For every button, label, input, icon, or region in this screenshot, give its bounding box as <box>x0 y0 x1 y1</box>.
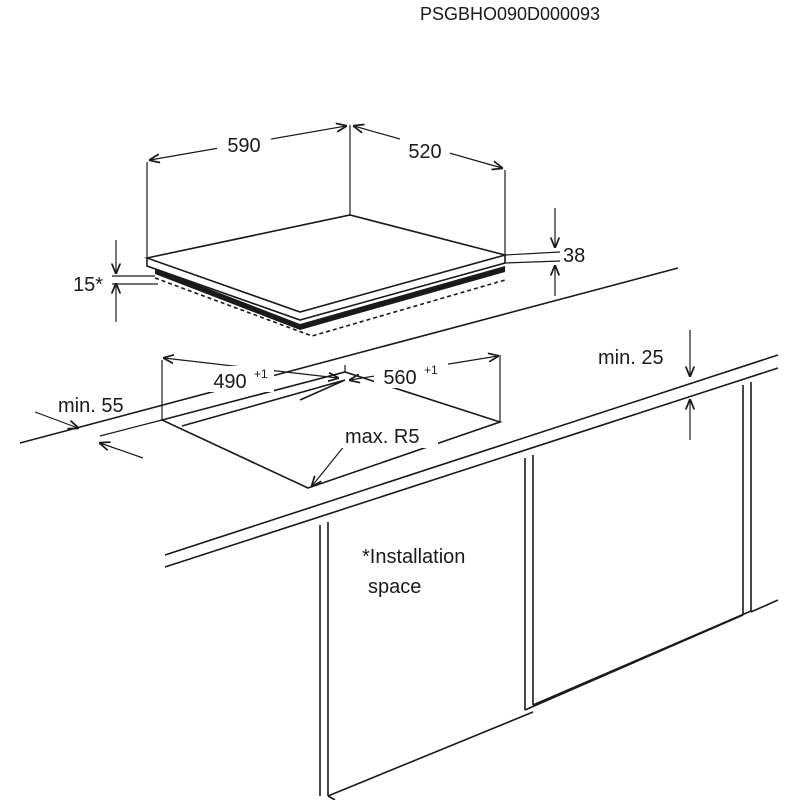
dim-r5-leader <box>312 444 346 486</box>
dim-corner-radius: max. R5 <box>345 426 419 448</box>
note-line-2: space <box>368 576 421 598</box>
diagram-code: PSGBHO090D000093 <box>420 4 600 24</box>
hob-installation-space-outline <box>154 277 506 337</box>
worktop-front-bottom-edge <box>164 367 779 568</box>
hob-top-face <box>144 214 509 313</box>
cabinet <box>319 382 779 800</box>
dim-min-front: min. 55 <box>58 395 124 417</box>
worktop-front-top-edge <box>164 354 779 556</box>
hob-drawing <box>144 125 509 337</box>
dim-min55-arrow-a <box>34 411 78 428</box>
cutout-inner-edge <box>181 379 346 427</box>
dim-cutout-width-tolerance: +1 <box>254 367 268 381</box>
worktop <box>19 267 779 568</box>
dim-min-back: min. 25 <box>598 347 664 369</box>
cabinet-bottom-c <box>532 610 752 706</box>
dim-cutout-width: 490 <box>213 371 246 393</box>
note-line-1: *Installation <box>362 546 465 568</box>
cabinet-bottom-a <box>327 711 534 797</box>
dim-space-below: 15* <box>73 274 103 296</box>
hob-side-edges <box>146 255 506 321</box>
dim-hob-height: 38 <box>563 245 585 267</box>
dim-min55-arrow-b <box>100 443 144 459</box>
dim-hob-width: 590 <box>227 135 260 157</box>
hob-underside <box>155 266 505 330</box>
dim-cutout-depth: 560 <box>383 367 416 389</box>
dim-hob-depth: 520 <box>408 141 441 163</box>
dim-cutout-depth-tolerance: +1 <box>424 363 438 377</box>
